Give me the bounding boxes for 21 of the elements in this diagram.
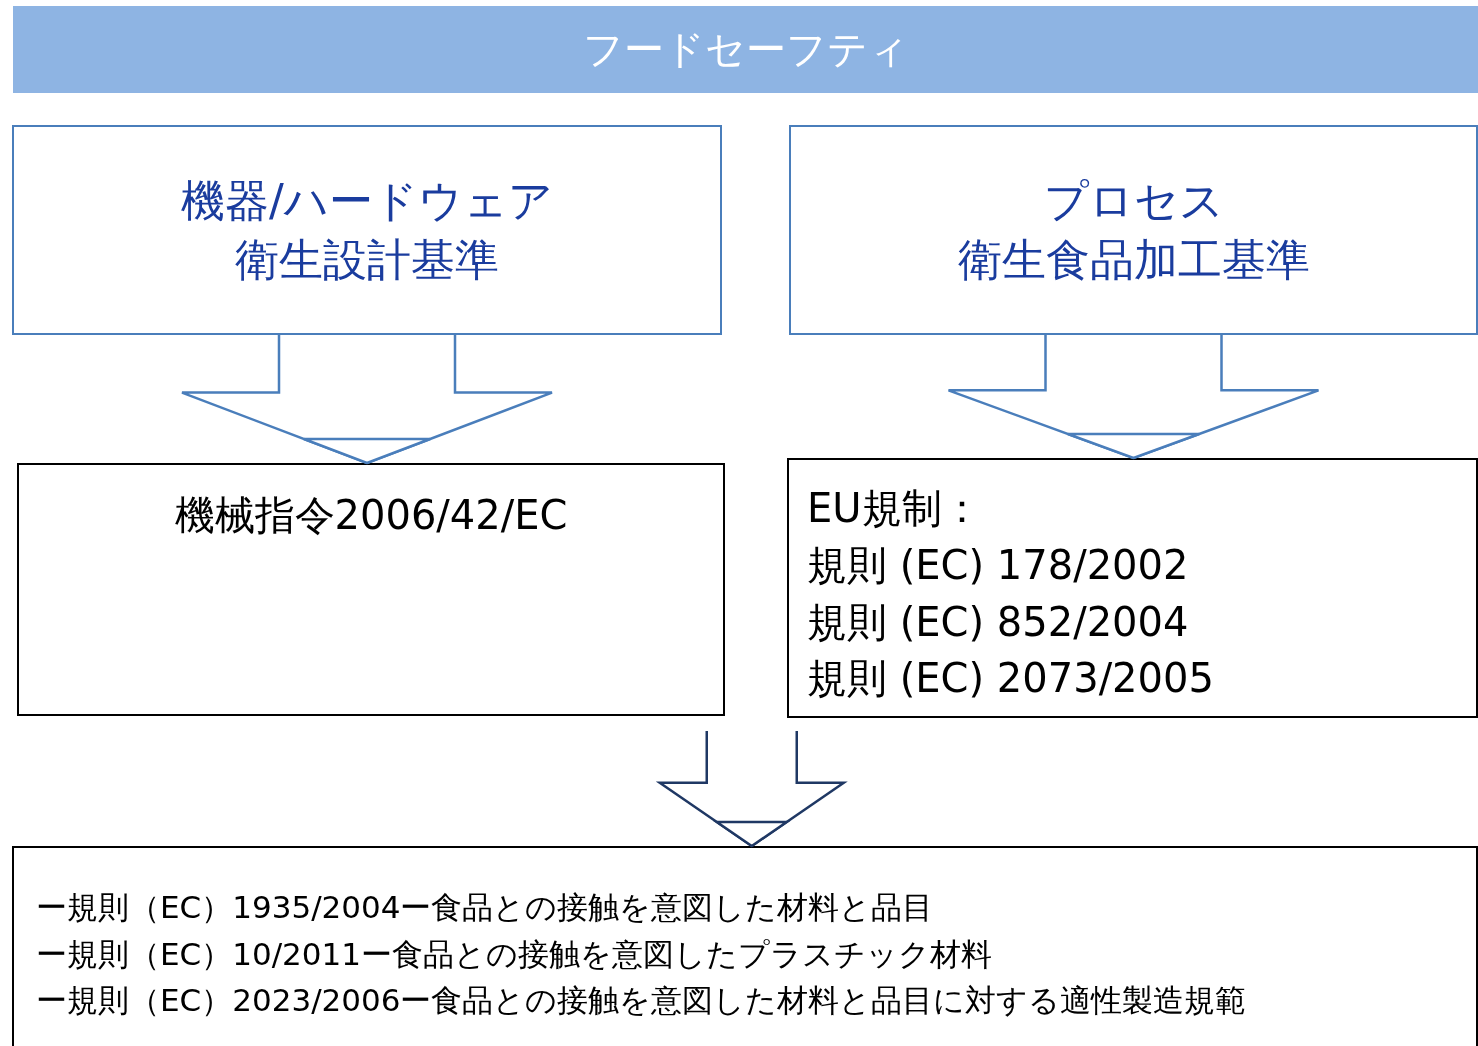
regulation-list-box — [12, 846, 1478, 1046]
box-text: 規則 (EC) 2073/2005 — [807, 654, 1215, 704]
box-heading: プロセス — [1042, 174, 1225, 228]
box-text: 規則 (EC) 178/2002 — [807, 540, 1190, 590]
box-heading: 機器/ハードウェア — [180, 174, 554, 228]
box-text: ー規則（EC）2023/2006ー食品との接触を意図した材料と品目に対する適性製造規範 — [36, 981, 1248, 1020]
regulation-box — [17, 463, 725, 716]
regulation-box — [787, 458, 1478, 718]
box-text: 衛生設計基準 — [234, 233, 500, 288]
box-text: 機械指令2006/42/EC — [173, 491, 569, 540]
box-text: 規則 (EC) 852/2004 — [807, 597, 1190, 647]
box-text: 衛生食品加工基準 — [956, 233, 1311, 288]
block-arrow — [655, 729, 848, 848]
category-box — [789, 125, 1478, 335]
block-arrow — [180, 333, 554, 465]
box-heading: ー規則（EC）1935/2004ー食品との接触を意図した材料と品目 — [36, 888, 935, 927]
block-arrow — [947, 333, 1320, 460]
title-text: フードセーフティ — [582, 25, 909, 74]
box-heading: EU規制： — [807, 484, 983, 533]
category-box — [12, 125, 722, 335]
box-text: ー規則（EC）10/2011ー食品との接触を意図したプラスチック材料 — [36, 934, 993, 974]
